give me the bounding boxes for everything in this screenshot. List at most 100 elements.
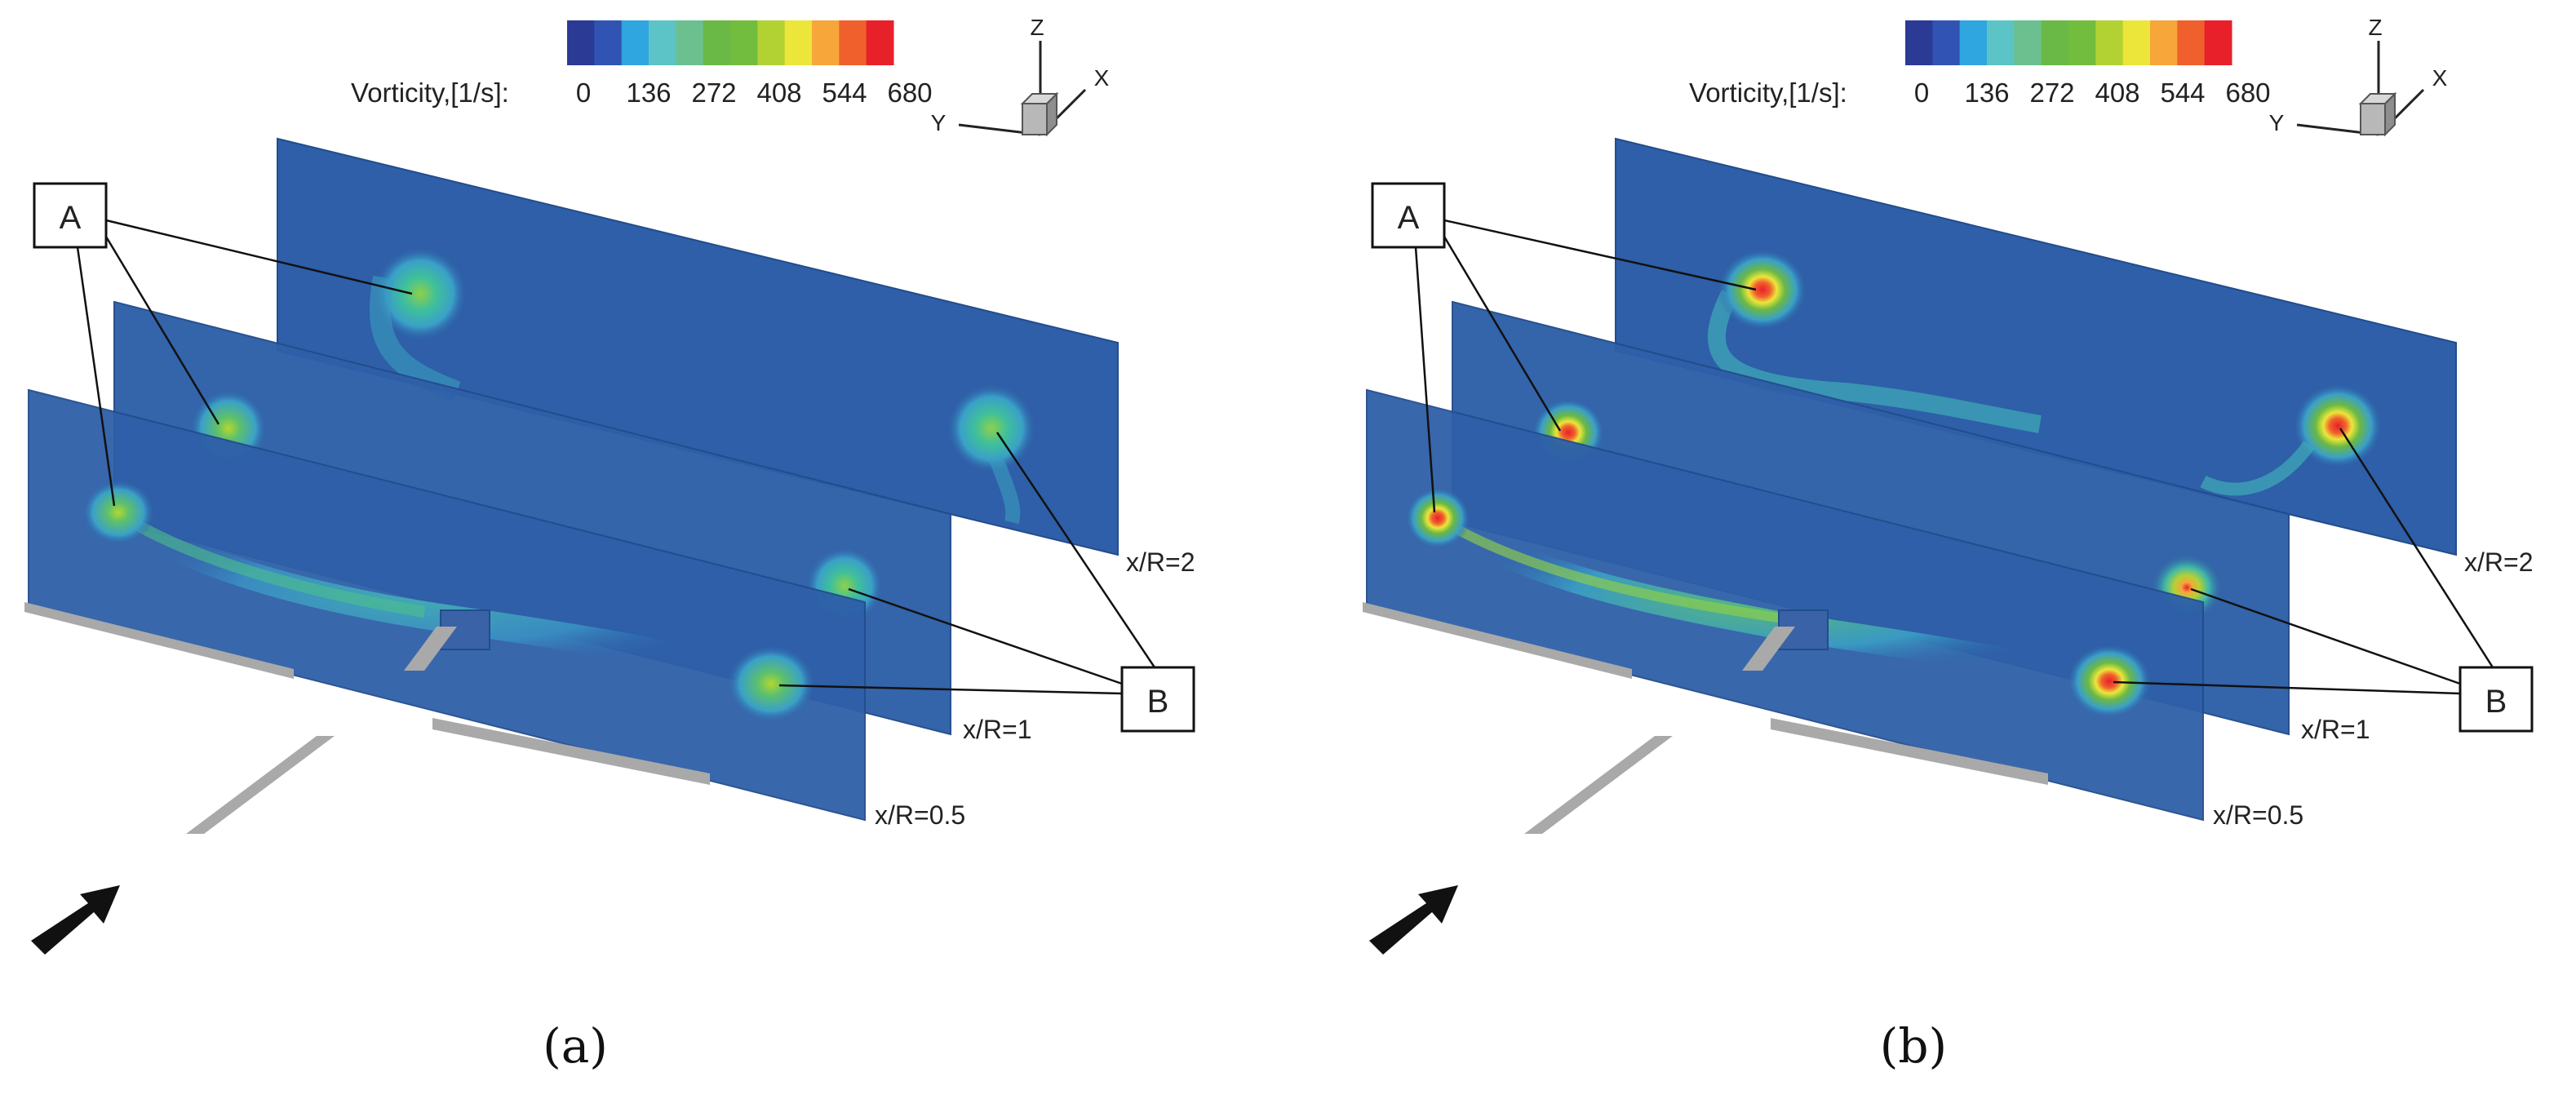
axis-label-z: Z	[2368, 15, 2382, 40]
colorbar-swatch	[757, 20, 786, 65]
callout-a-label: A	[1398, 200, 1420, 236]
colorbar-tick: 680	[887, 78, 932, 108]
leader-a-1	[105, 219, 413, 295]
plane-xr2	[277, 137, 1119, 556]
colorbar-swatch	[2095, 20, 2124, 65]
colorbar-tick: 272	[691, 78, 736, 108]
vortex-trail-b-xr2	[988, 454, 1021, 525]
colorbar-tick: 544	[2160, 78, 2205, 108]
colorbar-swatch	[2014, 20, 2042, 65]
vortex-a-xr05	[82, 480, 155, 545]
vortex-b-xr2	[947, 383, 1036, 473]
colorbar-tick: 408	[2095, 78, 2139, 108]
inflow-arrow	[31, 885, 120, 955]
colorbar-swatch	[839, 20, 867, 65]
colorbar-tick: 680	[2225, 78, 2270, 108]
colorbar-swatch	[1932, 20, 1961, 65]
caption-b: (b)	[1879, 1018, 1948, 1074]
leader-b-1	[2339, 428, 2494, 668]
callout-b-box	[2459, 666, 2534, 733]
colorbar-swatch	[1959, 20, 1988, 65]
colorbar-swatch	[866, 20, 894, 65]
blade-mid	[1742, 627, 1795, 671]
vortex-b-xr05	[726, 645, 816, 723]
leader-a-3	[1414, 246, 1436, 513]
leader-a-2	[104, 236, 220, 425]
axis-label-x: X	[1094, 65, 1110, 91]
colorbar-swatch	[2122, 20, 2151, 65]
colorbar-tick: 272	[2029, 78, 2074, 108]
colorbar-swatch	[2177, 20, 2206, 65]
panel-a: A B x/R=2 x/R=1 x/R=0.5 Vorticity,[1/s]:…	[24, 15, 1195, 1074]
colorbar-label: Vorticity,[1/s]:	[351, 78, 509, 108]
hub	[440, 609, 490, 650]
axis-cube-icon	[1022, 103, 1048, 135]
colorbar-swatch	[567, 20, 595, 65]
colorbar-ticks: 0 136 272 408 544 680	[1914, 78, 2271, 108]
panel-b: A B x/R=2 x/R=1 x/R=0.5 Vorticity,[1/s]:…	[1338, 0, 2576, 1099]
plane-label-xr2: x/R=2	[2464, 547, 2533, 577]
leader-b-2	[2190, 587, 2461, 685]
vortex-a-xr2	[373, 246, 468, 341]
leader-a-3	[76, 246, 116, 507]
plane-label-xr05: x/R=0.5	[2213, 800, 2303, 830]
colorbar-tick: 408	[756, 78, 801, 108]
callout-b-box	[1120, 666, 1195, 733]
colorbar-swatch	[1905, 20, 1933, 65]
colorbar-swatch	[730, 20, 758, 65]
vortex-a-xr2	[1718, 249, 1807, 330]
colorbar-tick: 0	[1914, 78, 1929, 108]
callout-a-box	[33, 182, 108, 249]
colorbar-a	[567, 20, 894, 65]
plane-xr05	[1366, 388, 2204, 822]
leader-b-1	[995, 432, 1156, 668]
axis-cube-icon	[2360, 103, 2386, 135]
colorbar-b	[1905, 20, 2232, 65]
blade-near	[1524, 736, 1673, 834]
axis-triad: Z Y X	[931, 15, 1110, 137]
colorbar-swatch	[703, 20, 731, 65]
leader-b-2	[848, 587, 1123, 685]
caption-a: (a)	[543, 1018, 608, 1074]
axis-label-y: Y	[2269, 110, 2285, 135]
colorbar-tick: 136	[1964, 78, 2009, 108]
leader-b-3	[778, 684, 1123, 695]
plane-xr2	[1615, 137, 2457, 556]
plane-label-xr05: x/R=0.5	[875, 800, 965, 830]
callout-a-box	[1371, 182, 1446, 249]
blade-mid	[404, 627, 457, 671]
colorbar-swatch	[594, 20, 623, 65]
colorbar-swatch	[1987, 20, 2015, 65]
axis-label-y: Y	[931, 110, 947, 135]
vorticity-figure-a: A B x/R=2 x/R=1 x/R=0.5 Vorticity,[1/s]:…	[24, 15, 1195, 955]
blade-left	[1363, 602, 1632, 679]
colorbar-tick: 544	[822, 78, 867, 108]
colorbar-swatch	[2041, 20, 2069, 65]
axis-triad: Z Y X	[2269, 15, 2448, 137]
axis-label-x: X	[2432, 65, 2448, 91]
blade-left	[24, 602, 294, 679]
colorbar-swatch	[812, 20, 840, 65]
colorbar-tick: 0	[576, 78, 591, 108]
colorbar-swatch	[2150, 20, 2178, 65]
axis-label-z: Z	[1030, 15, 1044, 40]
colorbar-swatch	[676, 20, 704, 65]
callout-b-label: B	[2485, 684, 2507, 720]
colorbar-swatch	[621, 20, 650, 65]
plane-label-xr1: x/R=1	[963, 715, 1031, 744]
vortex-trail-xr2	[1708, 290, 2042, 433]
blade-lower	[432, 718, 710, 785]
colorbar-tick: 136	[626, 78, 671, 108]
vortex-sheet-xr05-core	[1441, 517, 1796, 625]
plane-label-xr2: x/R=2	[1126, 547, 1195, 577]
colorbar-swatch	[784, 20, 813, 65]
leader-b-3	[2113, 680, 2461, 695]
blade-near	[186, 736, 335, 834]
colorbar-label: Vorticity,[1/s]:	[1689, 78, 1847, 108]
leader-a-2	[1443, 236, 1562, 432]
inflow-arrow	[1369, 885, 1458, 955]
callout-a-label: A	[60, 200, 82, 236]
callout-b-label: B	[1147, 684, 1169, 720]
vortex-a-xr05	[1405, 487, 1470, 549]
blade-lower	[1771, 718, 2048, 785]
